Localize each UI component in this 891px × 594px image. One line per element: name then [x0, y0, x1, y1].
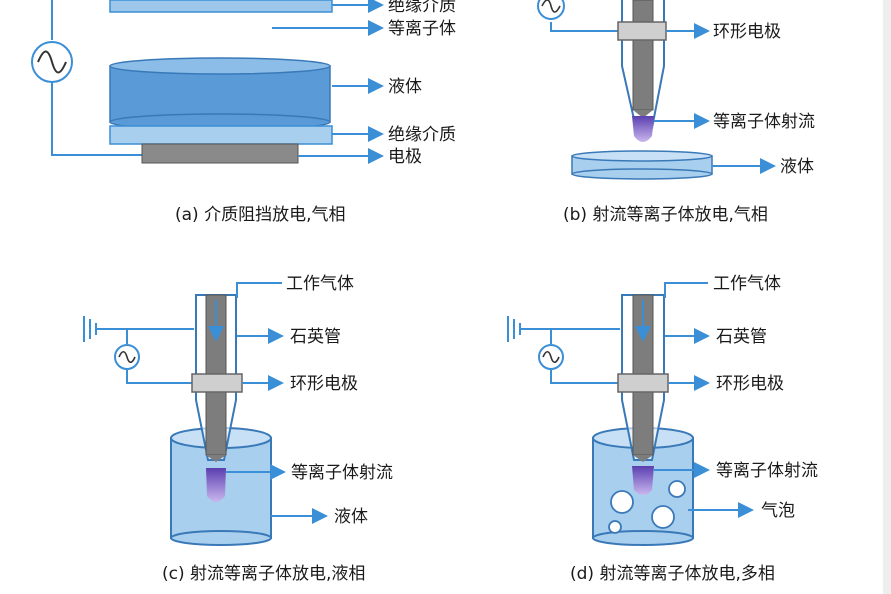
- label-d-ring: 环形电极: [716, 374, 784, 394]
- label-d-jet: 等离子体射流: [716, 461, 818, 481]
- bottom-dielectric: [109, 125, 333, 145]
- liquid-dish: [109, 65, 331, 123]
- caption-b: (b) 射流等离子体放电,气相: [563, 205, 768, 225]
- ac-source-icon: [537, 0, 565, 20]
- page-edge: [883, 0, 891, 594]
- caption-c: (c) 射流等离子体放电,液相: [162, 564, 365, 584]
- plasma-jet: [632, 466, 654, 495]
- panel-c: 工作气体 石英管 环形电极 等离子体射流 液体 (c) 射流等离子体放电,液相: [83, 274, 393, 584]
- label-d-quartz: 石英管: [716, 327, 767, 347]
- plasma-jet: [632, 116, 654, 142]
- label-b-liquid: 液体: [780, 157, 814, 177]
- label-c-jet: 等离子体射流: [291, 463, 393, 483]
- label-c-liquid: 液体: [334, 507, 368, 527]
- plasma-jet: [206, 468, 226, 502]
- panel-a: 绝缘介质 等离子体 液体 绝缘介质 电极 (a) 介质阻挡放电,气相: [31, 0, 456, 225]
- label-d-bubbles: 气泡: [761, 501, 795, 521]
- label-a-dielectric-top: 绝缘介质: [388, 0, 456, 16]
- label-a-plasma: 等离子体: [388, 19, 456, 39]
- ring-electrode: [617, 21, 667, 41]
- label-c-ring: 环形电极: [290, 374, 358, 394]
- ground-icon: [507, 316, 521, 342]
- panel-d: 工作气体 石英管 环形电极 等离子体射流 气泡 (d) 射流等离子体放电,多相: [507, 274, 818, 584]
- label-a-liquid: 液体: [388, 77, 422, 97]
- ring-electrode: [617, 373, 669, 393]
- label-d-gas: 工作气体: [713, 274, 781, 294]
- top-dielectric: [109, 0, 333, 13]
- label-a-electrode: 电极: [388, 147, 422, 167]
- bubbles: [608, 480, 686, 534]
- ground-icon: [83, 316, 97, 342]
- electrode: [141, 143, 299, 164]
- label-c-gas: 工作气体: [286, 274, 354, 294]
- caption-a: (a) 介质阻挡放电,气相: [175, 205, 346, 225]
- label-b-ring: 环形电极: [713, 22, 781, 42]
- label-b-jet: 等离子体射流: [713, 112, 815, 132]
- ring-electrode: [191, 373, 243, 393]
- caption-d: (d) 射流等离子体放电,多相: [570, 564, 775, 584]
- panel-b: 环形电极 等离子体射流 液体 (b) 射流等离子体放电,气相: [537, 0, 815, 225]
- label-a-dielectric-bottom: 绝缘介质: [388, 125, 456, 145]
- label-c-quartz: 石英管: [290, 327, 341, 347]
